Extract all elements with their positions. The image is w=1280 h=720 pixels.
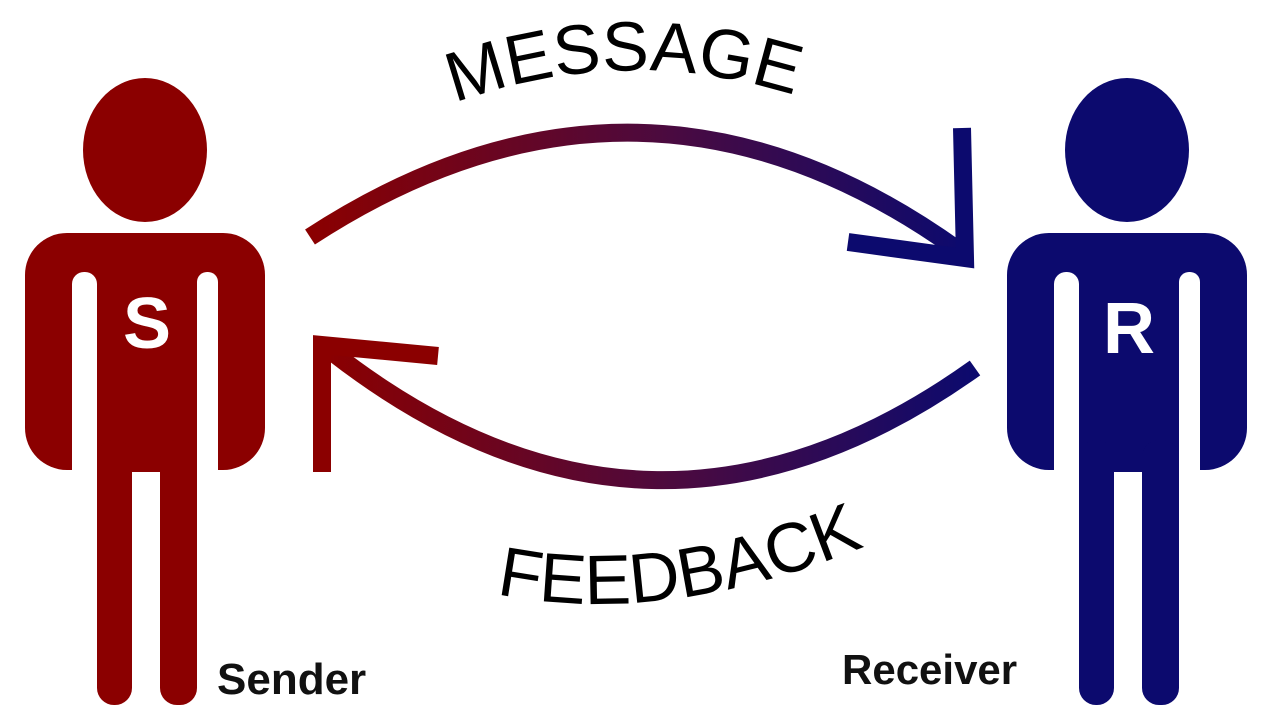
message-arrow: [305, 123, 975, 269]
sender-label: Sender: [217, 655, 366, 704]
message-label: MESSAGE: [436, 7, 811, 117]
feedback-arrow: [313, 335, 981, 489]
receiver-figure: R: [1007, 78, 1247, 712]
feedback-label: FEEDBACK: [494, 488, 871, 620]
sender-initial: S: [123, 284, 171, 364]
receiver-label: Receiver: [842, 646, 1017, 693]
receiver-initial: R: [1103, 289, 1155, 369]
sender-figure: S: [25, 78, 265, 712]
